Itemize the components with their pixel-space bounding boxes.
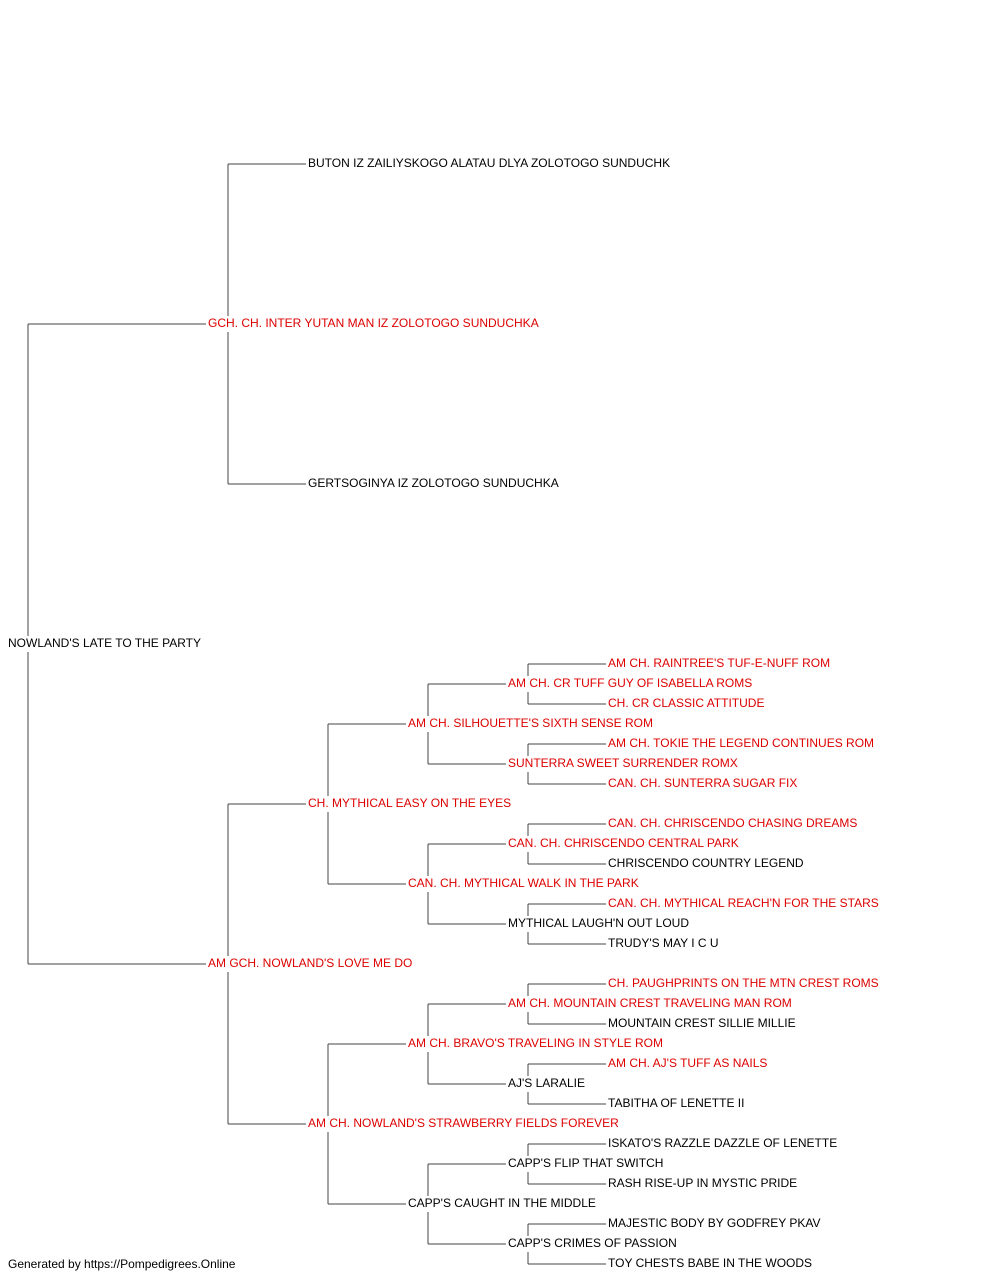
pedigree-name: AM CH. NOWLAND'S STRAWBERRY FIELDS FOREV…: [308, 1116, 619, 1130]
pedigree-name: GERTSOGINYA IZ ZOLOTOGO SUNDUCHKA: [308, 476, 559, 490]
pedigree-name: CAN. CH. CHRISCENDO CHASING DREAMS: [608, 816, 857, 830]
pedigree-name: TABITHA OF LENETTE II: [608, 1096, 744, 1110]
pedigree-name: AM CH. CR TUFF GUY OF ISABELLA ROMS: [508, 676, 752, 690]
pedigree-name: CH. PAUGHPRINTS ON THE MTN CREST ROMS: [608, 976, 879, 990]
pedigree-name: CAPP'S FLIP THAT SWITCH: [508, 1156, 663, 1170]
pedigree-name: CAN. CH. MYTHICAL REACH'N FOR THE STARS: [608, 896, 879, 910]
pedigree-name: CAPP'S CAUGHT IN THE MIDDLE: [408, 1196, 596, 1210]
pedigree-name: TRUDY'S MAY I C U: [608, 936, 719, 950]
pedigree-name: AM GCH. NOWLAND'S LOVE ME DO: [208, 956, 412, 970]
pedigree-name: NOWLAND'S LATE TO THE PARTY: [8, 636, 201, 650]
pedigree-name: CH. MYTHICAL EASY ON THE EYES: [308, 796, 511, 810]
pedigree-name: CH. CR CLASSIC ATTITUDE: [608, 696, 764, 710]
pedigree-name: CAN. CH. CHRISCENDO CENTRAL PARK: [508, 836, 739, 850]
pedigree-name: BUTON IZ ZAILIYSKOGO ALATAU DLYA ZOLOTOG…: [308, 156, 670, 170]
pedigree-name: GCH. CH. INTER YUTAN MAN IZ ZOLOTOGO SUN…: [208, 316, 539, 330]
pedigree-name: AM CH. MOUNTAIN CREST TRAVELING MAN ROM: [508, 996, 792, 1010]
pedigree-name: CAPP'S CRIMES OF PASSION: [508, 1236, 677, 1250]
pedigree-name: CAN. CH. MYTHICAL WALK IN THE PARK: [408, 876, 639, 890]
pedigree-name: ISKATO'S RAZZLE DAZZLE OF LENETTE: [608, 1136, 837, 1150]
footer-credit: Generated by https://Pompedigrees.Online: [8, 1257, 236, 1271]
pedigree-name: CAN. CH. SUNTERRA SUGAR FIX: [608, 776, 797, 790]
pedigree-name: TOY CHESTS BABE IN THE WOODS: [608, 1256, 812, 1270]
pedigree-name: AJ'S LARALIE: [508, 1076, 585, 1090]
pedigree-name: AM CH. AJ'S TUFF AS NAILS: [608, 1056, 767, 1070]
pedigree-name: AM CH. RAINTREE'S TUF-E-NUFF ROM: [608, 656, 830, 670]
pedigree-name: RASH RISE-UP IN MYSTIC PRIDE: [608, 1176, 797, 1190]
pedigree-name: MAJESTIC BODY BY GODFREY PKAV: [608, 1216, 821, 1230]
pedigree-name: SUNTERRA SWEET SURRENDER ROMX: [508, 756, 738, 770]
pedigree-name: MOUNTAIN CREST SILLIE MILLIE: [608, 1016, 796, 1030]
pedigree-name: AM CH. SILHOUETTE'S SIXTH SENSE ROM: [408, 716, 653, 730]
pedigree-name: CHRISCENDO COUNTRY LEGEND: [608, 856, 804, 870]
pedigree-name: AM CH. BRAVO'S TRAVELING IN STYLE ROM: [408, 1036, 663, 1050]
pedigree-name: AM CH. TOKIE THE LEGEND CONTINUES ROM: [608, 736, 874, 750]
pedigree-name: MYTHICAL LAUGH'N OUT LOUD: [508, 916, 689, 930]
